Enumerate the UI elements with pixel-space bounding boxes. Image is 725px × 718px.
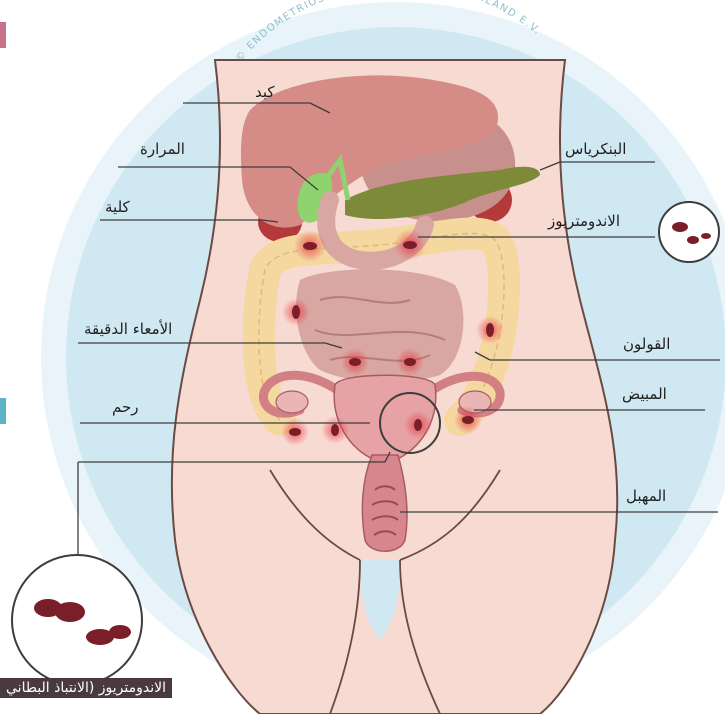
label-small-intestine: الأمعاء الدقيقة (84, 320, 172, 338)
label-endometriosis: الاندومتريوز (548, 212, 620, 230)
cervix-vagina (362, 455, 407, 551)
label-liver: كبد (255, 83, 275, 101)
label-ovary: المبيض (622, 385, 667, 403)
label-vagina: المهبل (626, 487, 666, 505)
inset-circle-small (659, 202, 719, 262)
caption-endometriosis: الاندومتريوز (الانتباذ البطاني (0, 678, 172, 698)
accent-bar-pink (0, 22, 6, 48)
label-kidney: كلية (105, 198, 130, 216)
label-colon: القولون (623, 335, 670, 353)
label-gallbladder: المرارة (140, 140, 185, 158)
label-uterus: رحم (112, 398, 139, 416)
small-intestine (296, 269, 463, 382)
label-pancreas: البنكرياس (565, 140, 626, 158)
accent-bar-teal (0, 398, 6, 424)
ovary-left (276, 391, 308, 413)
